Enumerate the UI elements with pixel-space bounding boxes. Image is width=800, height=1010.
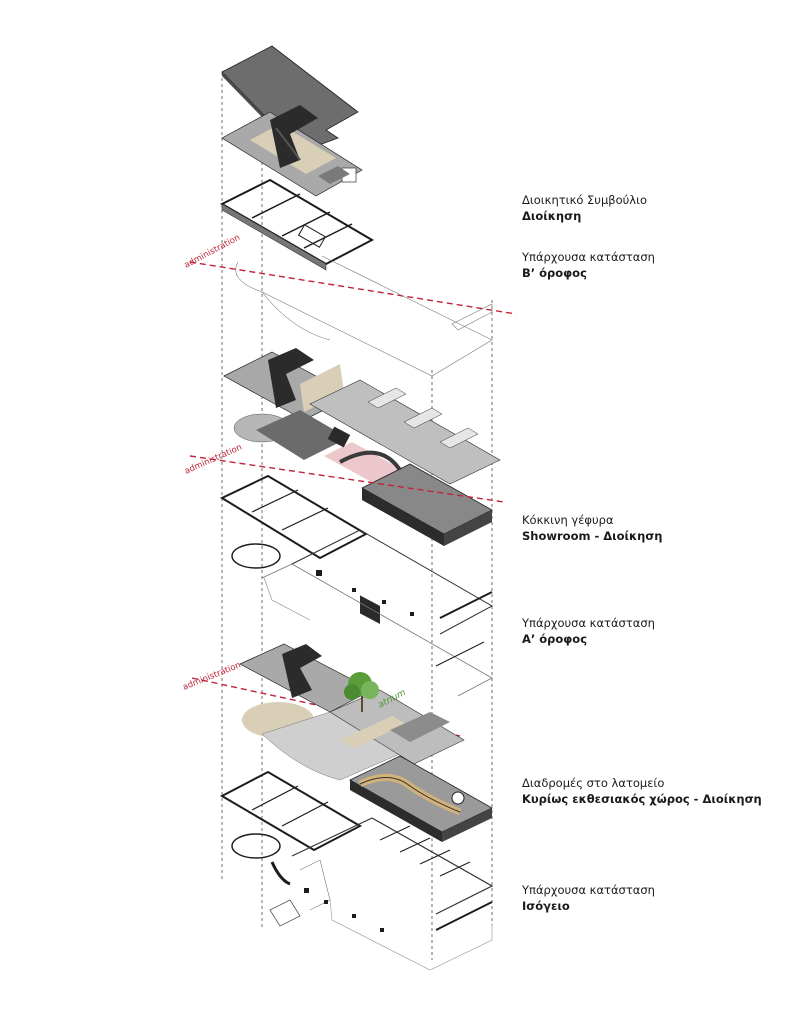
label-board-room-sub: Διοίκηση: [522, 209, 582, 223]
admin-cut-line-1: administration: [183, 233, 517, 315]
label-second-floor: Υπάρχουσα κατάσταση Β’ όροφος: [522, 249, 655, 281]
label-second-floor-sub: Β’ όροφος: [522, 266, 587, 280]
label-red-bridge: Κόκκινη γέφυρα Showroom - Διοίκηση: [522, 512, 663, 544]
label-board-room: Διοικητικό Συμβούλιο Διοίκηση: [522, 192, 647, 224]
administration-tag-2: administration: [183, 442, 243, 476]
label-first-floor-title: Υπάρχουσα κατάσταση: [522, 616, 655, 630]
ground-floor-existing: [219, 770, 494, 971]
label-ground-floor-title: Υπάρχουσα κατάσταση: [522, 883, 655, 897]
board-room-level: [221, 105, 363, 197]
label-exhibition: Διαδρομές στο λατομείο Κυρίως εκθεσιακός…: [522, 775, 762, 807]
label-board-room-title: Διοικητικό Συμβούλιο: [522, 193, 648, 207]
label-first-floor: Υπάρχουσα κατάσταση Α’ όροφος: [522, 615, 655, 647]
second-floor-existing: [219, 178, 375, 271]
label-red-bridge-title: Κόκκινη γέφυρα: [522, 513, 614, 527]
red-bridge-level: [223, 348, 501, 625]
label-ground-floor: Υπάρχουσα κατάσταση Ισόγειο: [522, 882, 655, 914]
label-exhibition-title: Διαδρομές στο λατομείο: [522, 776, 665, 790]
label-second-floor-title: Υπάρχουσα κατάσταση: [522, 250, 655, 264]
first-floor-existing: [219, 474, 494, 697]
label-ground-floor-sub: Ισόγειο: [522, 899, 570, 913]
administration-tag-3: administration: [181, 660, 242, 692]
exhibition-level: [239, 643, 493, 842]
label-red-bridge-sub: Showroom - Διοίκηση: [522, 529, 663, 543]
label-exhibition-sub: Κυρίως εκθεσιακός χώρος - Διοίκηση: [522, 792, 762, 806]
ghost-building-volume: [235, 255, 493, 377]
label-first-floor-sub: Α’ όροφος: [522, 632, 588, 646]
